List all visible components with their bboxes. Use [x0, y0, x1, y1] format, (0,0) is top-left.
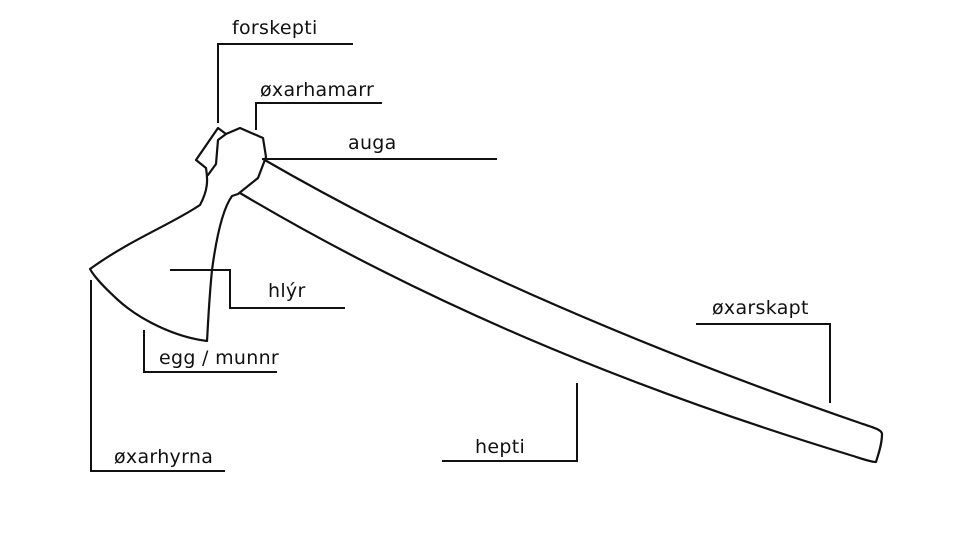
- label-hepti: hepti: [475, 436, 525, 458]
- axe-head-inner-line: [206, 132, 228, 177]
- leader-oxarhyrna: [90, 280, 225, 472]
- label-auga: auga: [348, 132, 397, 154]
- axe-head-outline: [88, 126, 268, 343]
- label-oxarskapt: øxarskapt: [712, 297, 809, 319]
- label-oxarhyrna: øxarhyrna: [114, 446, 213, 468]
- leader-hepti: [442, 383, 578, 462]
- label-hlyr: hlýr: [268, 280, 306, 302]
- label-oxarhamarr: øxarhamarr: [260, 79, 374, 101]
- leader-egg-munnr: [143, 330, 277, 373]
- axe-handle-outline: [238, 157, 884, 464]
- label-forskepti: forskepti: [232, 17, 318, 39]
- leader-forskepti: [217, 43, 353, 123]
- leader-oxarskapt: [696, 323, 831, 403]
- leader-oxarhamarr: [255, 102, 382, 130]
- label-egg-munnr: egg / munnr: [159, 347, 279, 369]
- leader-hlyr: [170, 269, 345, 309]
